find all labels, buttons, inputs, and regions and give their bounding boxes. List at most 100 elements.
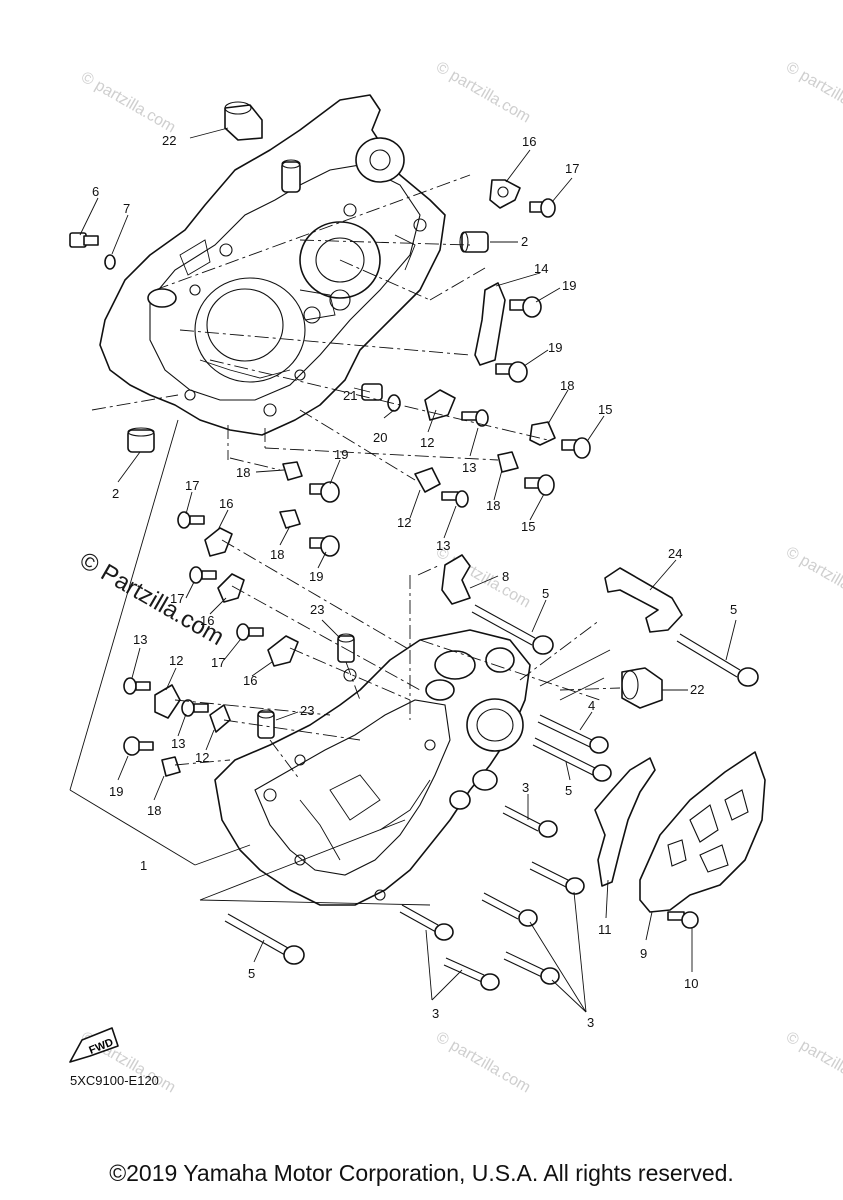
callout-23: 23 (300, 703, 314, 718)
watermark-small: © partzilla.com (783, 1029, 843, 1097)
oil-seal (621, 667, 663, 709)
callout-19: 19 (548, 340, 562, 355)
callout-21: 21 (343, 388, 357, 403)
washer (104, 254, 116, 270)
flange-bolt (189, 566, 217, 584)
bolt (667, 911, 699, 929)
bolt (441, 490, 469, 508)
flange-bolt (177, 511, 205, 529)
watermark-main: © Partzilla.com (75, 547, 229, 651)
callouts: 22 6 7 16 17 2 14 19 19 18 15 21 20 12 1… (92, 133, 737, 1030)
bolt (69, 232, 99, 248)
flange-bolt (529, 198, 556, 218)
watermark-small: © partzilla.com (783, 544, 843, 612)
long-bolt (537, 714, 609, 754)
callout-2: 2 (521, 234, 528, 249)
flange-bolt (309, 535, 340, 557)
callout-16: 16 (200, 613, 214, 628)
callout-17: 17 (211, 655, 225, 670)
guide (209, 704, 231, 733)
sprocket-cover (639, 751, 766, 913)
callout-13: 13 (462, 460, 476, 475)
callout-3: 3 (522, 780, 529, 795)
callout-16: 16 (522, 134, 536, 149)
bolt (123, 677, 151, 695)
bolt (503, 951, 560, 985)
callout-19: 19 (109, 784, 123, 799)
callout-13: 13 (133, 632, 147, 647)
callout-19: 19 (562, 278, 576, 293)
callout-17: 17 (565, 161, 579, 176)
callout-18: 18 (486, 498, 500, 513)
callout-5: 5 (542, 586, 549, 601)
callout-8: 8 (502, 569, 509, 584)
bracket (441, 554, 471, 605)
callout-12: 12 (195, 750, 209, 765)
watermark-small: © partzilla.com (433, 1029, 533, 1097)
bracket (161, 756, 181, 777)
bracket (279, 509, 301, 529)
dowel-pin (127, 429, 155, 453)
bracket (529, 421, 556, 446)
crankcase-left-half (99, 94, 446, 436)
callout-1: 1 (140, 858, 147, 873)
callout-16: 16 (219, 496, 233, 511)
copyright-footer: ©2019 Yamaha Motor Corporation, U.S.A. A… (109, 1160, 734, 1186)
flange-bolt (561, 437, 591, 459)
callout-7: 7 (123, 201, 130, 216)
bolt (529, 861, 585, 895)
callout-23: 23 (310, 602, 324, 617)
long-bolt (224, 913, 305, 965)
callout-17: 17 (185, 478, 199, 493)
fwd-arrow-icon: FWD (69, 1027, 119, 1063)
callout-15: 15 (598, 402, 612, 417)
callout-22: 22 (162, 133, 176, 148)
bracket (489, 179, 521, 209)
callout-18: 18 (560, 378, 574, 393)
long-bolt (471, 604, 554, 655)
dowel (337, 633, 355, 663)
callout-12: 12 (420, 435, 434, 450)
callout-3: 3 (587, 1015, 594, 1030)
flange-bolt (309, 481, 340, 503)
callout-5: 5 (565, 783, 572, 798)
callout-11: 11 (598, 922, 612, 937)
bracket (497, 451, 519, 473)
diagram-code: 5XC9100-E120 (70, 1073, 159, 1088)
o-ring (387, 394, 401, 412)
bolt (502, 805, 558, 838)
callout-17: 17 (170, 591, 184, 606)
alignment-dashes (91, 174, 621, 781)
leader-lines (69, 127, 737, 1013)
bracket (217, 573, 245, 603)
callout-22: 22 (690, 682, 704, 697)
watermark-small: © partzilla.com (78, 69, 178, 137)
callout-4: 4 (588, 698, 595, 713)
bracket (204, 527, 233, 557)
guide (424, 389, 456, 421)
flange-bolt (236, 623, 264, 641)
long-bolt (532, 737, 612, 782)
plate (594, 757, 656, 887)
collar (361, 383, 383, 401)
callout-2: 2 (112, 486, 119, 501)
oil-seal (224, 101, 263, 141)
guide (154, 684, 181, 719)
callout-5: 5 (248, 966, 255, 981)
callout-10: 10 (684, 976, 698, 991)
flange-bolt (524, 474, 555, 496)
bolt (399, 904, 454, 941)
callout-20: 20 (373, 430, 387, 445)
callout-9: 9 (640, 946, 647, 961)
callout-19: 19 (309, 569, 323, 584)
callout-16: 16 (243, 673, 257, 688)
flange-bolt (495, 361, 528, 383)
callout-12: 12 (169, 653, 183, 668)
callout-3: 3 (432, 1006, 439, 1021)
callout-14: 14 (534, 261, 548, 276)
guide (414, 467, 441, 493)
callout-6: 6 (92, 184, 99, 199)
callout-18: 18 (236, 465, 250, 480)
callout-13: 13 (436, 538, 450, 553)
